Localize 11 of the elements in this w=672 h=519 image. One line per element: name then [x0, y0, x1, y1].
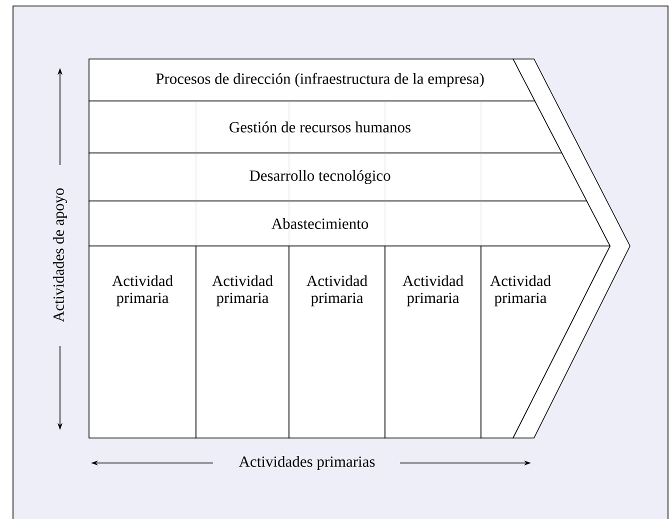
support-band: Abastecimiento — [88, 200, 611, 246]
primary-activity-cell: Actividad primaria — [288, 246, 386, 438]
primary-activity-cell: Actividad primaria — [384, 246, 482, 438]
primary-activity-cell: Actividad primaria — [88, 246, 196, 438]
support-band: Desarrollo tecnológico — [88, 152, 588, 202]
support-band: Gestión de recursos humanos — [88, 100, 562, 154]
axis-label: Actividades de apoyo — [52, 188, 68, 322]
primary-activity-cell: Actividad primaria — [480, 246, 611, 438]
axis-label: Actividades primarias — [238, 456, 375, 470]
support-band: Procesos de dirección (infraestructura de la empresa) — [88, 58, 536, 102]
primary-activity-cell: Actividad primaria — [196, 246, 290, 438]
